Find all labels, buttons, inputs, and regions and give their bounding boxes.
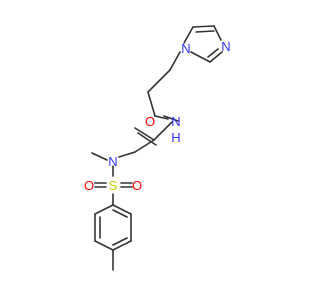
bond (169, 51, 181, 71)
bond (137, 132, 157, 146)
atom-label-n-sulfonamide: N (108, 154, 117, 169)
bond (190, 51, 211, 63)
atom-label-n-amide: N (171, 114, 180, 129)
bond-group (91, 25, 223, 271)
molecule-structure: N N N H O N S O O (84, 25, 231, 271)
atom-label-h-amide: H (171, 130, 180, 145)
bond (112, 237, 128, 246)
atom-label-n-imidazole-1: N (181, 41, 190, 56)
molecule-canvas: N N N H O N S O O (83, 25, 231, 271)
bond (134, 127, 155, 141)
atom-label-o-carbonyl: O (145, 114, 155, 129)
bond (163, 115, 179, 122)
bond (192, 25, 215, 28)
atom-label-s-sulfonyl: S (109, 178, 118, 193)
bond (147, 69, 171, 93)
bond (195, 30, 215, 33)
atom-label-o-sulfonyl-right: O (132, 178, 142, 193)
bond (207, 48, 219, 58)
bond (112, 204, 132, 215)
atom-labels: N N N H O N S O O (84, 39, 231, 193)
bond (213, 25, 222, 41)
bond (209, 51, 223, 63)
bond (154, 115, 169, 120)
bond (183, 26, 194, 44)
bond (112, 240, 132, 251)
bond (94, 240, 114, 251)
bond (112, 209, 128, 218)
bond (118, 151, 136, 158)
atom-label-n-imidazole-3: N (221, 39, 230, 54)
bond (147, 91, 156, 117)
bond (134, 139, 155, 153)
bond (153, 121, 173, 141)
bond (94, 204, 114, 215)
atom-label-o-sulfonyl-left: O (84, 178, 94, 193)
bond (91, 152, 108, 161)
